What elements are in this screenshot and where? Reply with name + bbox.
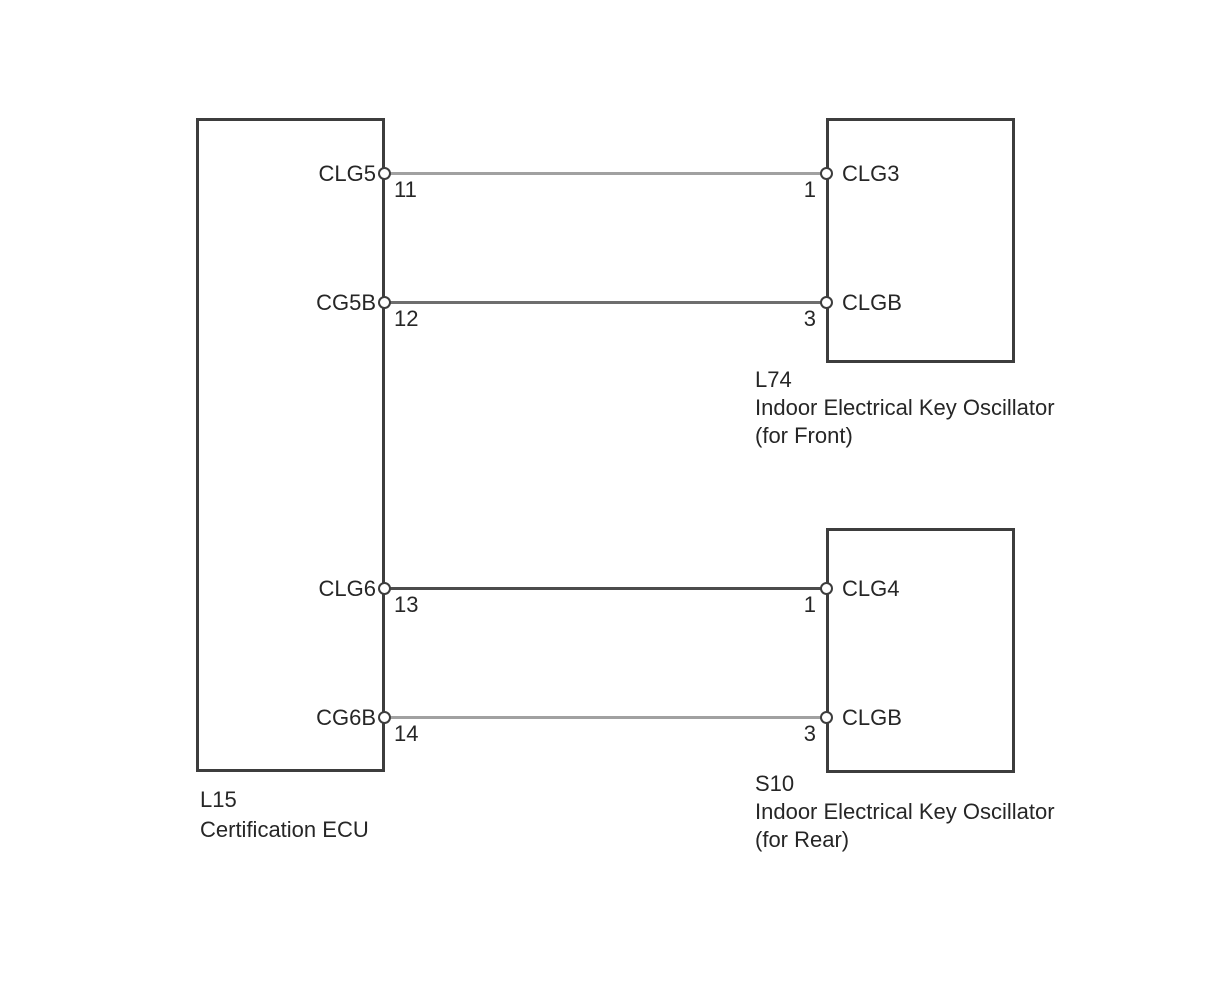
ecu-name: Certification ECU: [200, 817, 369, 842]
terminal-pin-icon: [820, 582, 833, 595]
oscillator-front-ref: L74: [755, 367, 792, 392]
oscillator-front-caption: L74 Indoor Electrical Key Oscillator (fo…: [755, 366, 1055, 450]
oscillator-terminal-label: CLG3: [842, 161, 900, 186]
ecu-ref: L15: [200, 787, 237, 812]
oscillator-pin-number: 1: [803, 592, 816, 617]
terminal-pin-icon: [378, 296, 391, 309]
oscillator-rear-variant: (for Rear): [755, 827, 850, 852]
oscillator-rear-caption: S10 Indoor Electrical Key Oscillator (fo…: [755, 770, 1055, 854]
oscillator-rear-name: Indoor Electrical Key Oscillator: [755, 799, 1055, 824]
oscillator-pin-number: 3: [803, 721, 816, 746]
oscillator-terminal-label: CLG4: [842, 576, 900, 601]
terminal-pin-icon: [378, 582, 391, 595]
ecu-terminal-label: CG5B: [316, 290, 376, 315]
oscillator-front-name: Indoor Electrical Key Oscillator: [755, 395, 1055, 420]
wire-clg5-clg3: [385, 172, 826, 175]
wire-clg6-clg4: [385, 587, 826, 590]
terminal-pin-icon: [820, 296, 833, 309]
ecu-pin-number: 12: [394, 306, 419, 331]
terminal-pin-icon: [378, 711, 391, 724]
oscillator-front-box: [826, 118, 1015, 363]
ecu-box: [196, 118, 385, 772]
wire-cg5b-clgb: [385, 301, 826, 304]
ecu-terminal-label: CG6B: [316, 705, 376, 730]
oscillator-rear-box: [826, 528, 1015, 773]
wire-cg6b-clgb: [385, 716, 826, 719]
terminal-pin-icon: [820, 167, 833, 180]
ecu-caption: L15 Certification ECU: [200, 785, 369, 845]
ecu-pin-number: 11: [394, 177, 417, 202]
oscillator-pin-number: 3: [803, 306, 816, 331]
ecu-terminal-label: CLG5: [318, 161, 376, 186]
terminal-pin-icon: [820, 711, 833, 724]
oscillator-front-variant: (for Front): [755, 423, 853, 448]
oscillator-pin-number: 1: [803, 177, 816, 202]
ecu-pin-number: 13: [394, 592, 419, 617]
oscillator-rear-ref: S10: [755, 771, 795, 796]
oscillator-terminal-label: CLGB: [842, 705, 902, 730]
terminal-pin-icon: [378, 167, 391, 180]
ecu-terminal-label: CLG6: [318, 576, 376, 601]
oscillator-terminal-label: CLGB: [842, 290, 902, 315]
ecu-pin-number: 14: [394, 721, 419, 746]
